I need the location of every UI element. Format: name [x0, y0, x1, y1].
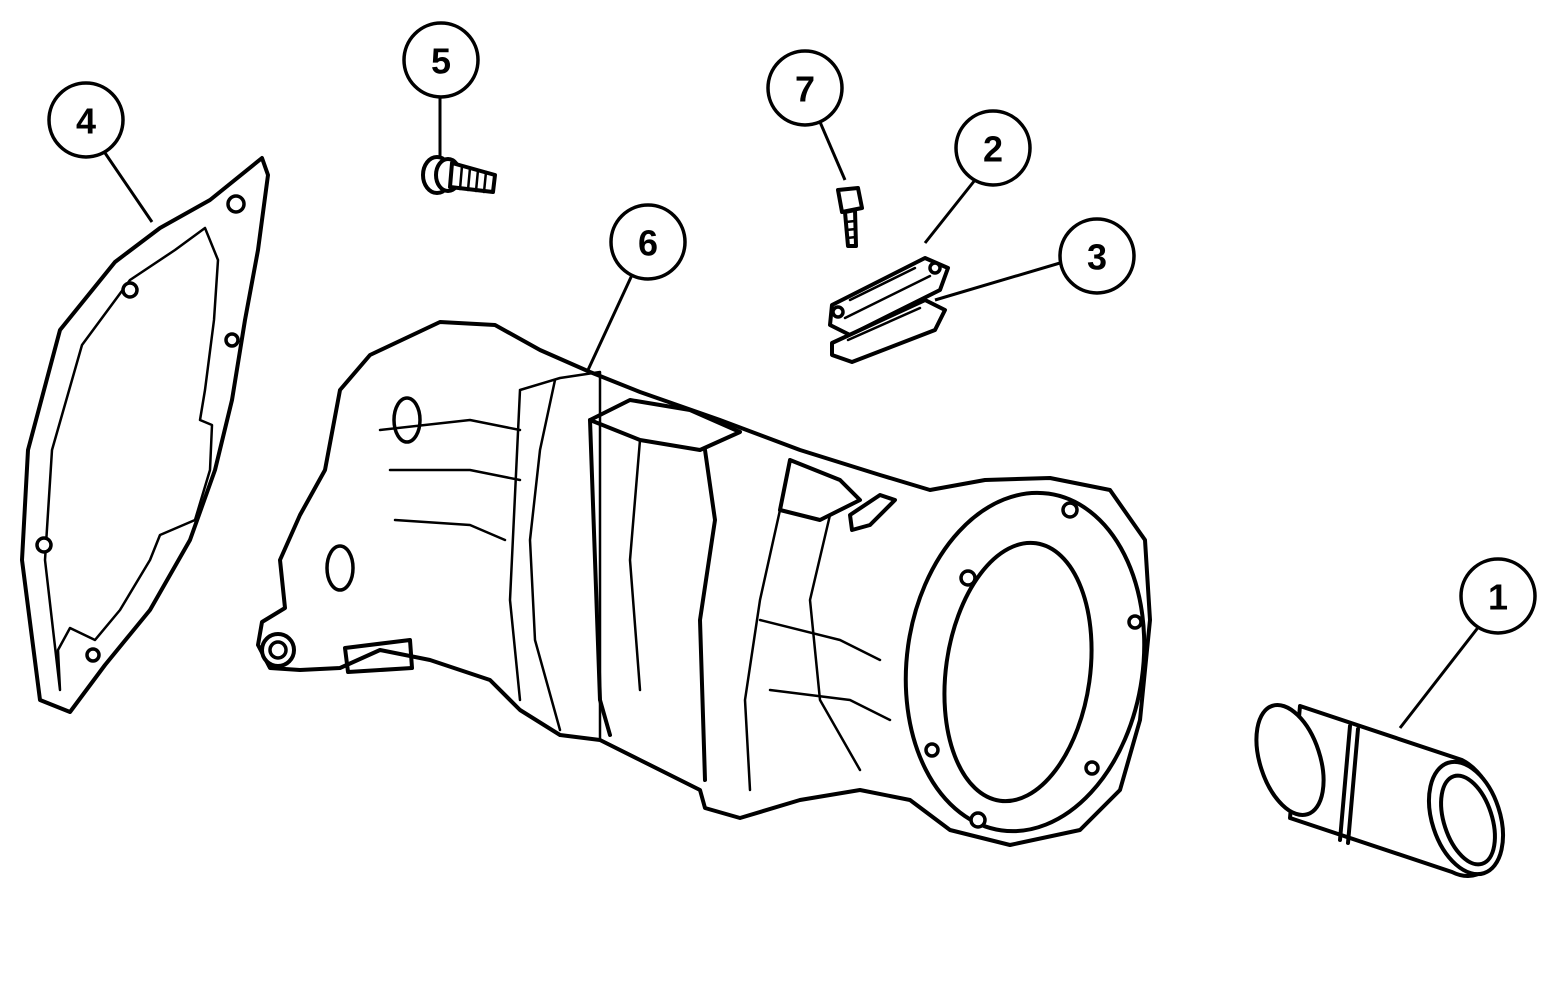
callout-1: 1	[1459, 557, 1537, 635]
gasket-small-part	[830, 298, 947, 364]
leader-line-4	[101, 149, 154, 223]
callout-5: 5	[402, 21, 480, 99]
leader-line-2	[923, 179, 977, 244]
callout-3: 3	[1058, 217, 1136, 295]
callout-6-label: 6	[638, 223, 658, 264]
callout-6: 6	[609, 203, 687, 281]
leader-line-6	[586, 274, 634, 371]
leader-line-7	[818, 121, 847, 181]
leader-line-3	[934, 261, 1061, 302]
leader-line-1	[1398, 624, 1482, 729]
bolt-part	[421, 155, 497, 195]
callout-1-label: 1	[1488, 577, 1508, 618]
callout-7: 7	[766, 49, 844, 127]
bushing-part	[1254, 703, 1505, 878]
extension-housing-part	[256, 320, 1152, 847]
callout-2: 2	[954, 109, 1032, 187]
callout-4-label: 4	[76, 101, 96, 142]
gasket-large-part	[20, 156, 270, 714]
cover-part	[828, 256, 950, 337]
callout-2-label: 2	[983, 129, 1003, 170]
callout-7-label: 7	[795, 69, 815, 110]
callout-4: 4	[47, 81, 125, 159]
callout-3-label: 3	[1087, 237, 1107, 278]
bolt-small-part	[836, 186, 864, 248]
callout-5-label: 5	[431, 41, 451, 82]
